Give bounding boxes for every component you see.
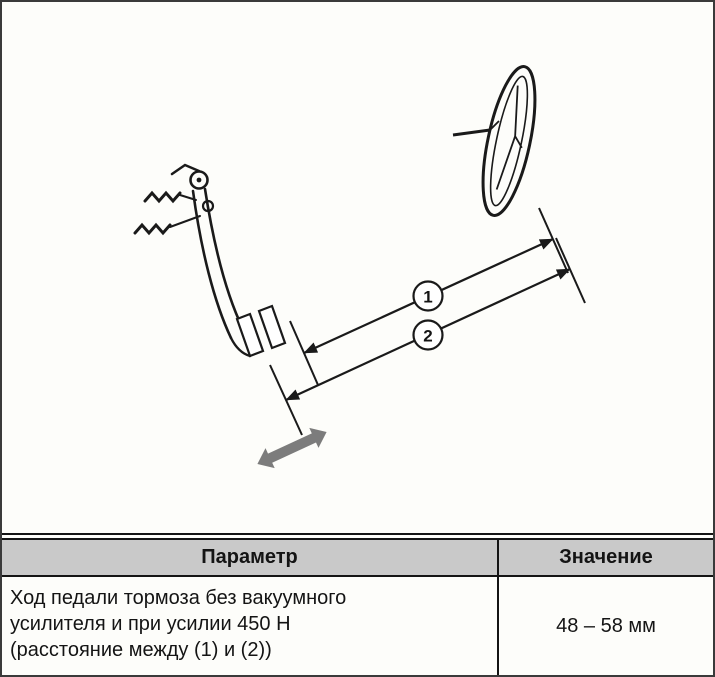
steering-column-line	[452, 128, 491, 137]
brake-pedal-diagram: 1 2	[2, 2, 713, 533]
callout-2: 2	[412, 319, 444, 351]
spec-table: Параметр Значение Ход педали тормоза без…	[2, 533, 713, 675]
spec-table-grid: Параметр Значение Ход педали тормоза без…	[2, 538, 713, 675]
callout-1-label: 1	[423, 288, 432, 307]
pedal-pad-position-2	[257, 304, 287, 350]
brake-pedal-drawing: 1 2	[133, 65, 586, 469]
value-cell: 48 – 58 мм	[556, 614, 656, 637]
pedal-arm-front-edge	[203, 187, 245, 331]
column-header-parameter: Параметр	[2, 540, 499, 577]
return-spring-lower	[133, 222, 172, 236]
parameter-cell: Ход педали тормоза без вакуумного усилит…	[2, 577, 499, 675]
column-header-value: Значение	[499, 540, 713, 577]
pedal-pad-position-1	[235, 312, 265, 358]
brake-pedal-assembly	[133, 163, 287, 358]
pedal-pivot	[189, 170, 209, 190]
table-top-rule-gap	[2, 535, 713, 538]
callout-1: 1	[412, 280, 444, 312]
pedal-bracket	[170, 163, 201, 176]
pedal-arm-rear-edge	[191, 189, 233, 340]
pedal-travel-arrow	[257, 427, 327, 469]
return-spring-upper	[143, 190, 182, 204]
callout-2-label: 2	[423, 327, 432, 346]
steering-wheel	[452, 65, 537, 217]
